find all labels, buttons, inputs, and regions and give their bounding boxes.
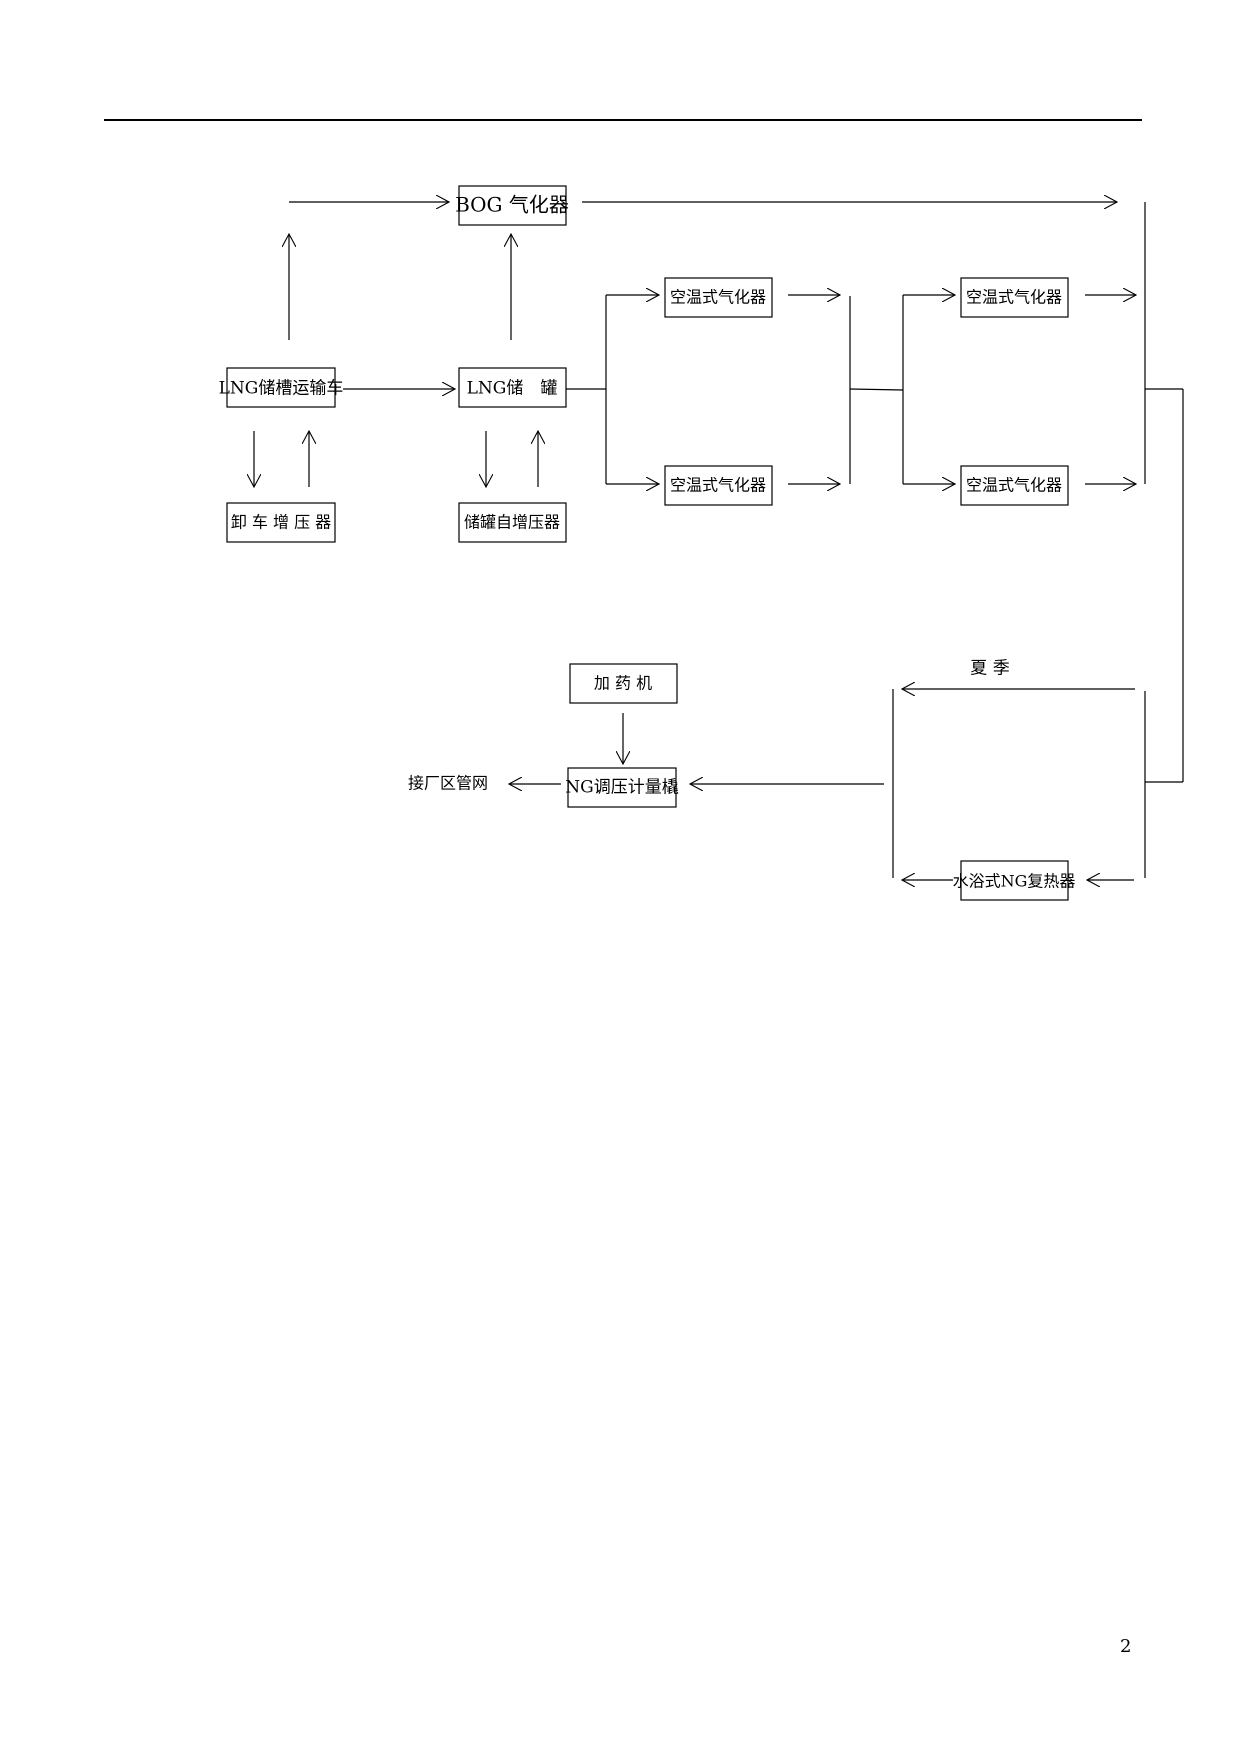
tank-pressurizer-box [458, 502, 567, 543]
ambient-vaporizer-2a-box [960, 277, 1069, 318]
to-network-label: 接厂区管网 [408, 774, 488, 793]
header-rule [104, 119, 1142, 121]
page-number: 2 [1120, 1636, 1132, 1657]
summer-label: 夏 季 [970, 659, 1009, 679]
ambient-vaporizer-1b-label: 空温式气化器 [670, 476, 766, 495]
tank-pressurizer-label: 储罐自增压器 [464, 513, 560, 532]
flow-line [849, 388, 904, 391]
ambient-vaporizer-1a-label: 空温式气化器 [670, 288, 766, 307]
ambient-vaporizer-1b-box [664, 465, 773, 506]
metering-skid-label: NG调压计量橇 [565, 778, 678, 798]
ambient-vaporizer-1a-box [664, 277, 773, 318]
lng-tank-box [458, 367, 567, 408]
unloading-pressurizer-box [226, 502, 336, 543]
lng-truck-label: LNG储槽运输车 [219, 379, 344, 399]
ambient-vaporizer-2a-label: 空温式气化器 [966, 288, 1062, 307]
lng-truck-box [226, 367, 336, 408]
bog-vaporizer-box [458, 185, 567, 226]
ambient-vaporizer-2b-box [960, 465, 1069, 506]
water-bath-heater-box [960, 860, 1069, 901]
unloading-pressurizer-label: 卸 车 增 压 器 [231, 513, 331, 532]
odorizer-label: 加 药 机 [594, 674, 652, 693]
odorizer-box [569, 663, 678, 704]
bog-vaporizer-label: BOG 气化器 [455, 193, 569, 217]
lng-tank-label: LNG储 罐 [467, 379, 558, 399]
ambient-vaporizer-2b-label: 空温式气化器 [966, 476, 1062, 495]
metering-skid-box [567, 767, 677, 808]
water-bath-heater-label: 水浴式NG复热器 [953, 872, 1076, 891]
